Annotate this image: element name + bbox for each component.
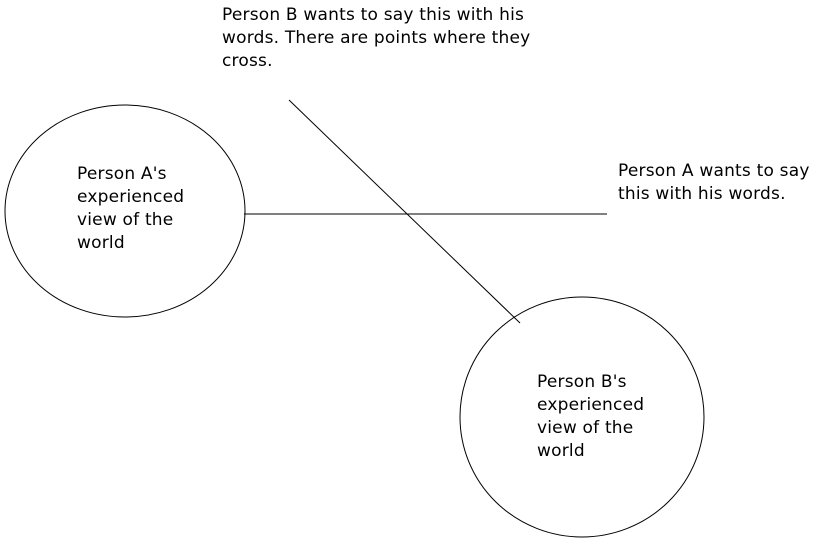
caption-line: Person A wants to say bbox=[618, 161, 810, 181]
label-line: Person A's bbox=[77, 164, 167, 184]
person-b-goal-caption: Person B wants to say this with his word… bbox=[222, 4, 530, 73]
person-b-circle-label: Person B's experienced view of the world bbox=[537, 371, 644, 463]
person-b-words-line bbox=[288, 99, 521, 324]
label-line: view of the bbox=[77, 210, 174, 230]
person-a-world-circle bbox=[4, 104, 246, 318]
label-line: Person B's bbox=[537, 372, 627, 392]
label-line: experienced bbox=[77, 187, 185, 207]
label-line: world bbox=[77, 233, 125, 253]
person-a-goal-caption: Person A wants to say this with his word… bbox=[618, 160, 810, 206]
person-b-world-circle bbox=[459, 296, 705, 538]
label-line: world bbox=[537, 441, 585, 461]
caption-line: Person B wants to say this with his bbox=[222, 5, 525, 25]
person-a-circle-label: Person A's experienced view of the world bbox=[77, 163, 184, 255]
caption-line: cross. bbox=[222, 51, 273, 71]
caption-line: words. There are points where they bbox=[222, 28, 531, 48]
label-line: view of the bbox=[537, 418, 634, 438]
caption-line: this with his words. bbox=[618, 184, 786, 204]
label-line: experienced bbox=[537, 395, 645, 415]
